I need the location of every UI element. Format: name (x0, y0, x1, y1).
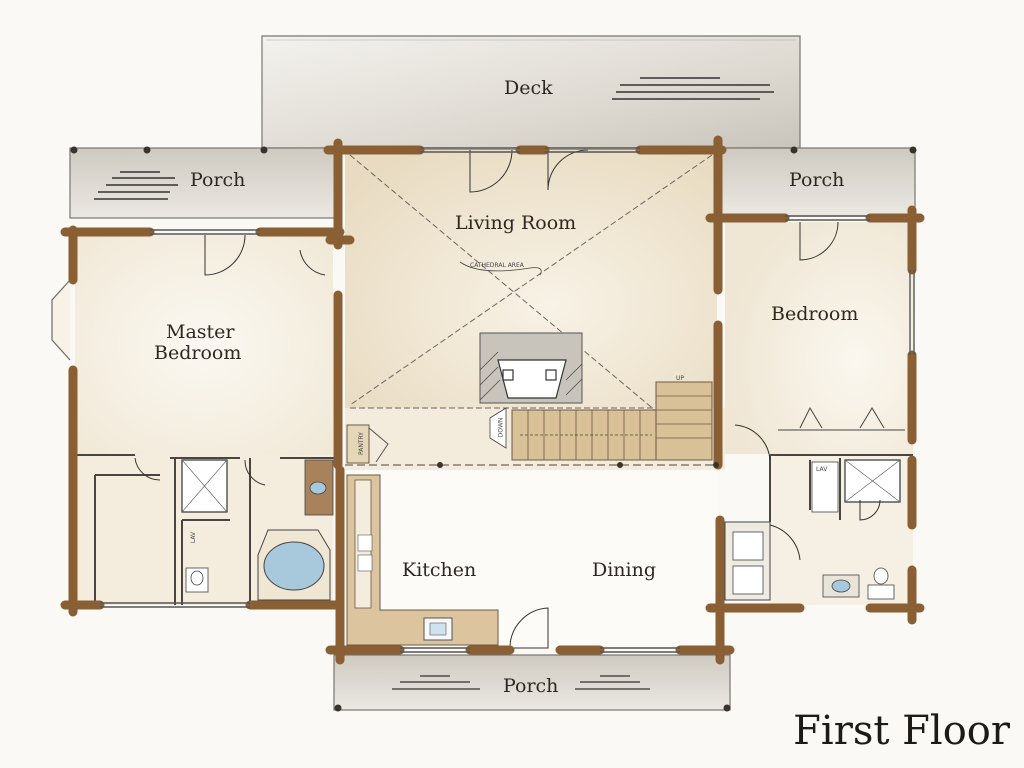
floor-title: First Floor (793, 708, 1010, 754)
porch-bottom-label: Porch (503, 675, 559, 697)
pantry (346, 424, 389, 464)
deck-hatch-lines (612, 77, 774, 100)
master-bath-fixtures (181, 459, 334, 601)
bedroom-label: Bedroom (771, 303, 859, 325)
bedroom-floor (725, 222, 913, 454)
bath-right-fixtures (811, 459, 901, 600)
cathedral-arc (459, 261, 542, 276)
living-room-label: Living Room (455, 212, 577, 234)
master-bedroom-label-line1: Master (166, 321, 235, 343)
cathedral-ceiling-lines (349, 154, 713, 459)
posts (70, 146, 917, 712)
door-swings (134, 149, 881, 649)
log-walls (60, 135, 925, 665)
down-label: DOWN (497, 417, 505, 438)
fireplace (479, 332, 583, 404)
porch-bottom (333, 654, 731, 711)
cathedral-area-label: CATHEDRAL AREA (470, 262, 524, 269)
interior-walls (75, 454, 913, 605)
up-label: UP (676, 375, 685, 382)
bay-window (51, 279, 71, 361)
master-bedroom-label-line2: Bedroom (154, 342, 242, 364)
master-bedroom-floor (75, 235, 333, 455)
laundry-appliances (724, 521, 771, 601)
kitchen-label: Kitchen (402, 559, 477, 581)
deck-label: Deck (504, 77, 553, 99)
lav-left-label: LAV (190, 531, 198, 544)
lav-right-label: LAV (816, 466, 828, 473)
dining-label: Dining (592, 559, 657, 581)
kitchen-counters (346, 474, 499, 646)
bedroom-closets (778, 406, 905, 431)
porch-left-label: Porch (190, 169, 246, 191)
staircase (489, 381, 713, 461)
pantry-label: PANTRY (357, 432, 365, 455)
windows (100, 147, 915, 653)
porch-right-label: Porch (789, 169, 845, 191)
